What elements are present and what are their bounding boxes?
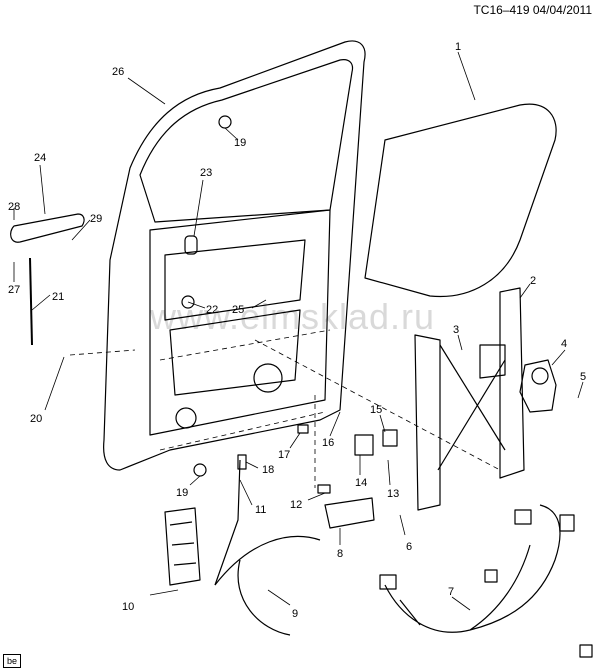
door-inner-panel [149,209,331,436]
inside-handle [324,497,375,529]
callout-1: 1 [455,41,461,53]
callout-4: 4 [561,338,567,350]
callout-13: 13 [387,488,399,500]
callout-5: 5 [580,371,586,383]
callout-17: 17 [278,449,290,461]
callout-18: 18 [262,464,274,476]
callout-20: 20 [30,413,42,425]
callout-29: 29 [90,213,102,225]
outside-handle [10,213,85,243]
callout-7: 7 [448,586,454,598]
callout-19-lower: 19 [176,487,188,499]
callout-12: 12 [290,499,302,511]
callout-labels: 1 2 3 4 5 6 7 8 9 10 11 12 13 14 15 16 1… [8,41,586,620]
latch-cable [214,535,321,636]
callout-28: 28 [8,201,20,213]
callout-21: 21 [52,291,64,303]
callout-3: 3 [453,324,459,336]
callout-24: 24 [34,152,46,164]
callout-10: 10 [122,601,134,613]
callout-27: 27 [8,284,20,296]
callout-14: 14 [355,477,367,489]
door-frame [103,40,366,471]
callout-11: 11 [255,504,266,516]
door-inner-panel-detail [164,239,306,396]
door-glass [364,103,557,298]
callout-25: 25 [232,304,244,316]
callout-15: 15 [370,404,382,416]
door-latch [164,507,201,586]
callout-9: 9 [292,608,298,620]
corner-tag: be [3,654,21,668]
callout-22: 22 [206,304,218,316]
callout-19-upper: 19 [234,137,246,149]
window-motor [519,359,557,413]
callout-26: 26 [112,66,124,78]
callout-8: 8 [337,548,343,560]
latch-rod [214,459,241,586]
callout-16: 16 [322,437,334,449]
door-frame-inner [139,59,354,223]
diagram-code: TC16–419 04/04/2011 [473,3,592,17]
callout-23: 23 [200,167,212,179]
window-regulator [499,287,525,479]
callout-6: 6 [406,541,412,553]
wiring-harness [384,504,561,633]
callout-2: 2 [530,275,536,287]
watermark: www.elmsklad.ru [150,296,436,337]
